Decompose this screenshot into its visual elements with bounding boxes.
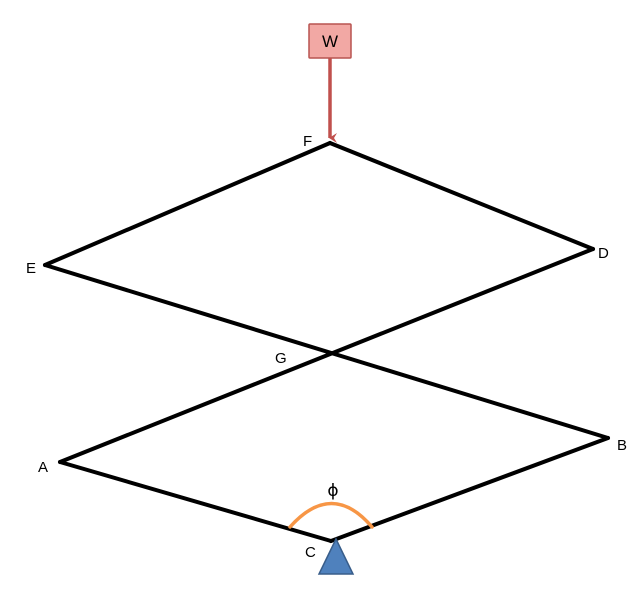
bar-F-D <box>328 141 595 251</box>
bar-A-C <box>58 460 333 543</box>
angle-symbol: ϕ <box>327 481 338 501</box>
pin-support <box>317 537 355 575</box>
node-label-C: C <box>305 544 316 561</box>
node-label-G: G <box>275 350 287 367</box>
load-label: W <box>322 32 338 51</box>
bar-F-E <box>43 141 332 267</box>
node-label-E: E <box>26 260 36 277</box>
node-label-B: B <box>617 437 627 454</box>
node-label-F: F <box>303 133 312 150</box>
node-label-A: A <box>38 459 48 476</box>
angle-arc <box>288 501 374 529</box>
bar-D-A <box>58 247 595 464</box>
bar-E-B <box>43 263 610 440</box>
bar-B-C <box>329 436 610 543</box>
node-label-D: D <box>598 245 609 262</box>
